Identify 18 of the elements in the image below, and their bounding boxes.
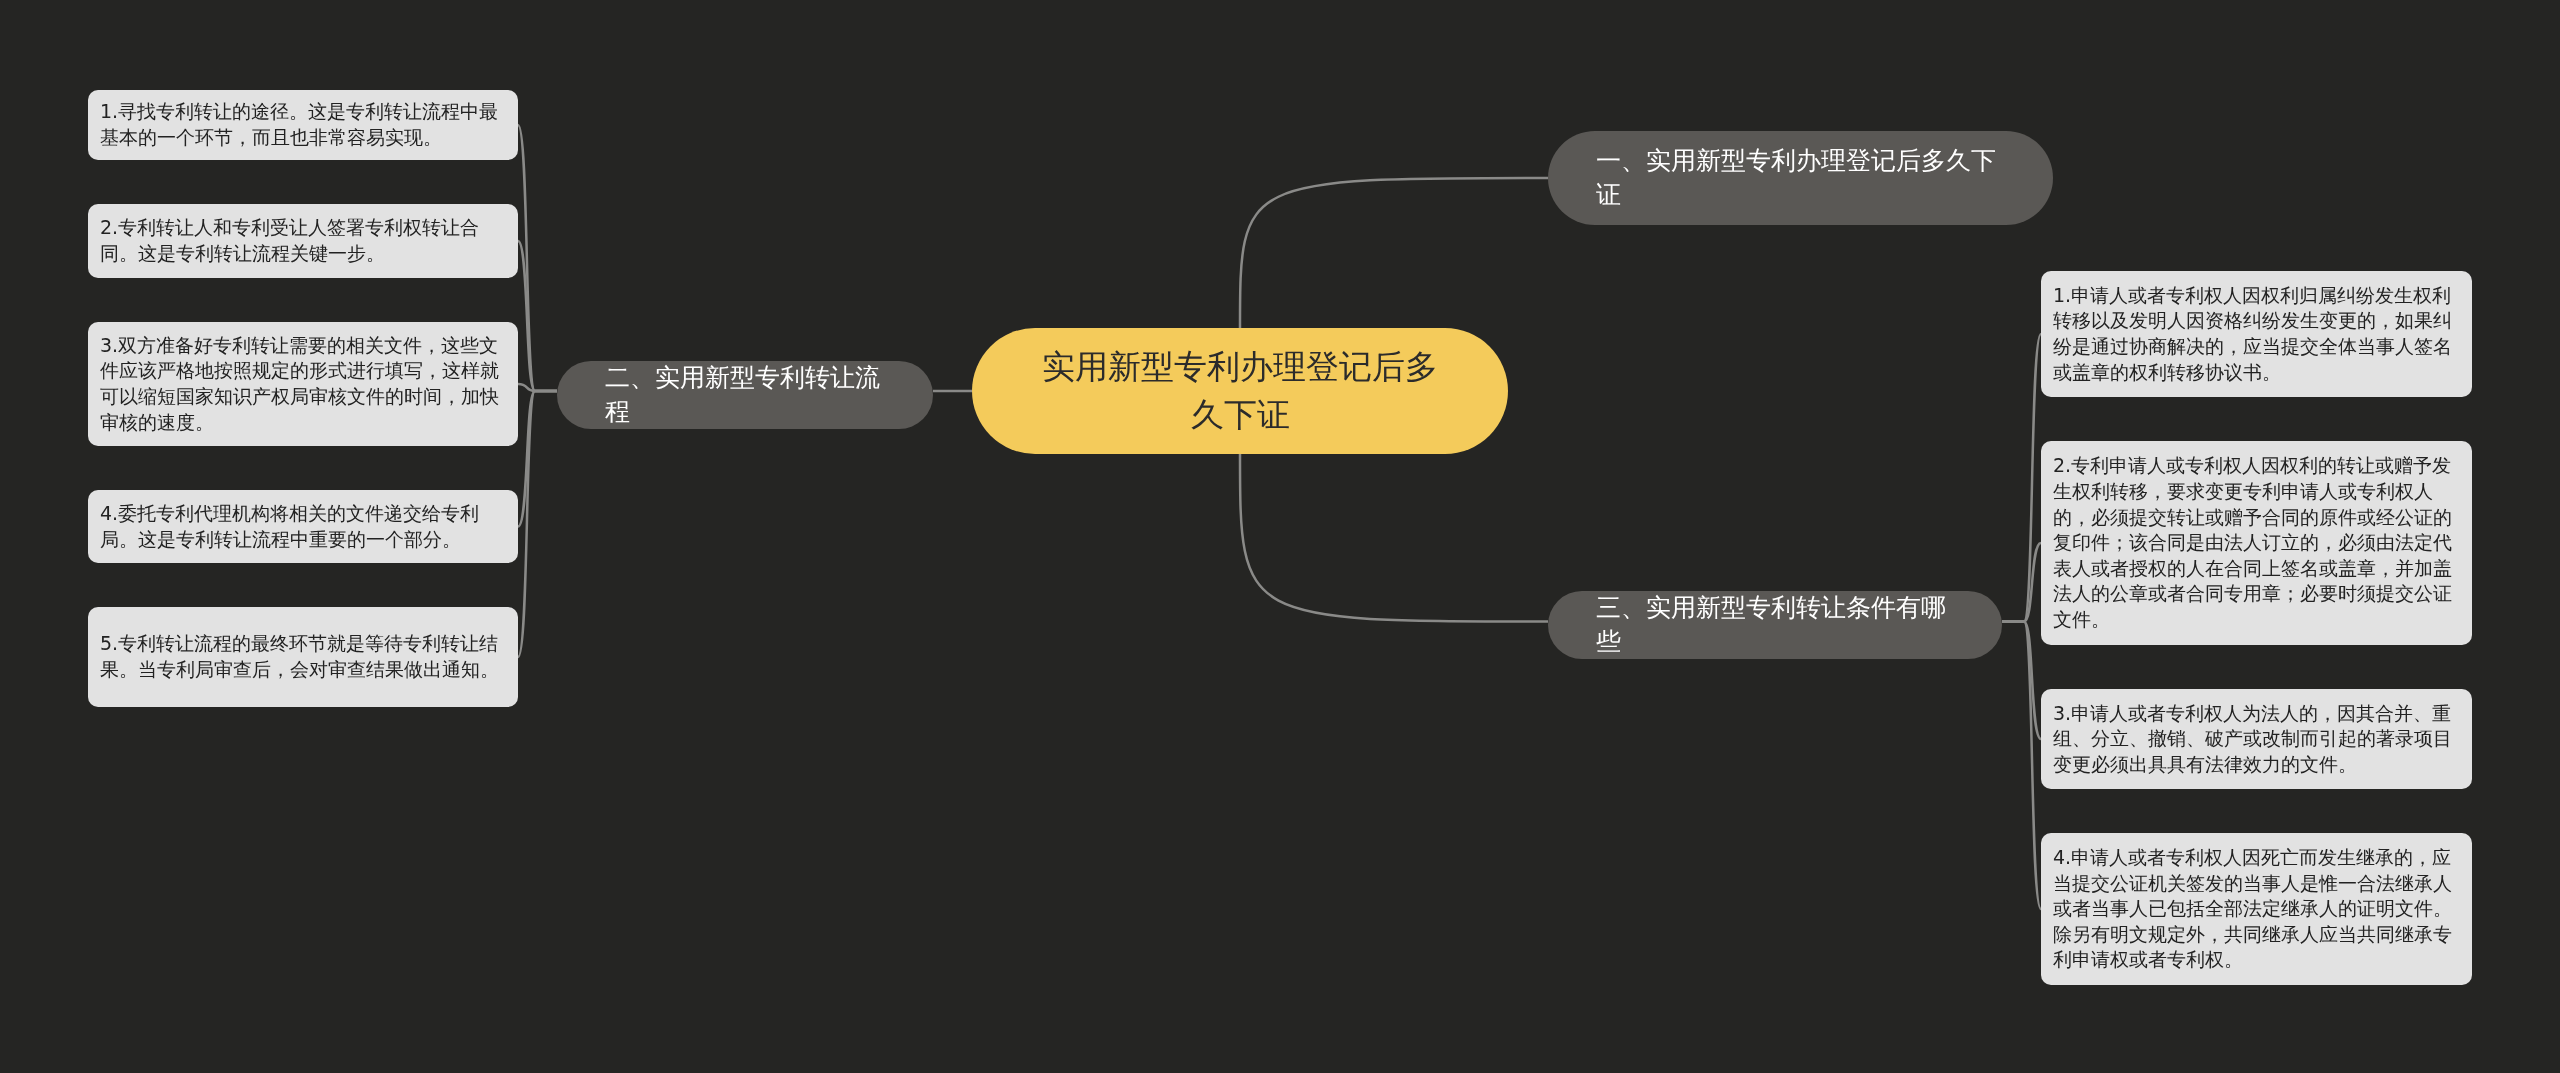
subtopic-card: 2.专利申请人或专利权人因权利的转让或赠予发生权利转移，要求变更专利申请人或专利权人的，必须提交转让或赠予合同的原件或经公证的复印件；该合同是由法人订立的，必须由法定代表人或者授权的人在合同上签名或盖章，并加盖法人的公章或者合同专用章；必要时须提交公证文件。 — [2041, 441, 2472, 645]
branch-topic: 三、实用新型专利转让条件有哪些 — [1548, 591, 2002, 659]
subtopic-card: 1.寻找专利转让的途径。这是专利转让流程中最基本的一个环节，而且也非常容易实现。 — [88, 90, 518, 160]
subtopic-card: 4.委托专利代理机构将相关的文件递交给专利局。这是专利转让流程中重要的一个部分。 — [88, 490, 518, 563]
connector-line — [1238, 454, 1548, 623]
branch-topic: 二、实用新型专利转让流程 — [557, 361, 933, 429]
connector-line — [516, 389, 557, 658]
subtopic-card: 2.专利转让人和专利受让人签署专利权转让合同。这是专利转让流程关键一步。 — [88, 204, 518, 278]
subtopic-card: 4.申请人或者专利权人因死亡而发生继承的，应当提交公证机关签发的当事人是惟一合法继承人或者当事人已包括全部法定继承人的证明文件。除另有明文规定外，共同继承人应当共同继承专利申请权或者专利权。 — [2041, 833, 2472, 985]
subtopic-card: 3.申请人或者专利权人为法人的，因其合并、重组、分立、撤销、破产或改制而引起的著录项目变更必须出具具有法律效力的文件。 — [2041, 689, 2472, 789]
connector-line — [2002, 620, 2043, 910]
subtopic-card: 5.专利转让流程的最终环节就是等待专利转让结果。当专利局审查后，会对审查结果做出通知。 — [88, 607, 518, 707]
subtopic-card: 3.双方准备好专利转让需要的相关文件，这些文件应该严格地按照规定的形式进行填写，这样就可以缩短国家知识产权局审核文件的时间，加快审核的速度。 — [88, 322, 518, 446]
subtopic-card: 1.申请人或者专利权人因权利归属纠纷发生权利转移以及发明人因资格纠纷发生变更的，如果纠纷是通过协商解决的，应当提交全体当事人签名或盖章的权利转移协议书。 — [2041, 271, 2472, 397]
central-topic: 实用新型专利办理登记后多久下证 — [972, 328, 1508, 454]
branch-topic: 一、实用新型专利办理登记后多久下证 — [1548, 131, 2053, 225]
connector-line — [1238, 176, 1548, 328]
connector-line — [933, 389, 972, 393]
